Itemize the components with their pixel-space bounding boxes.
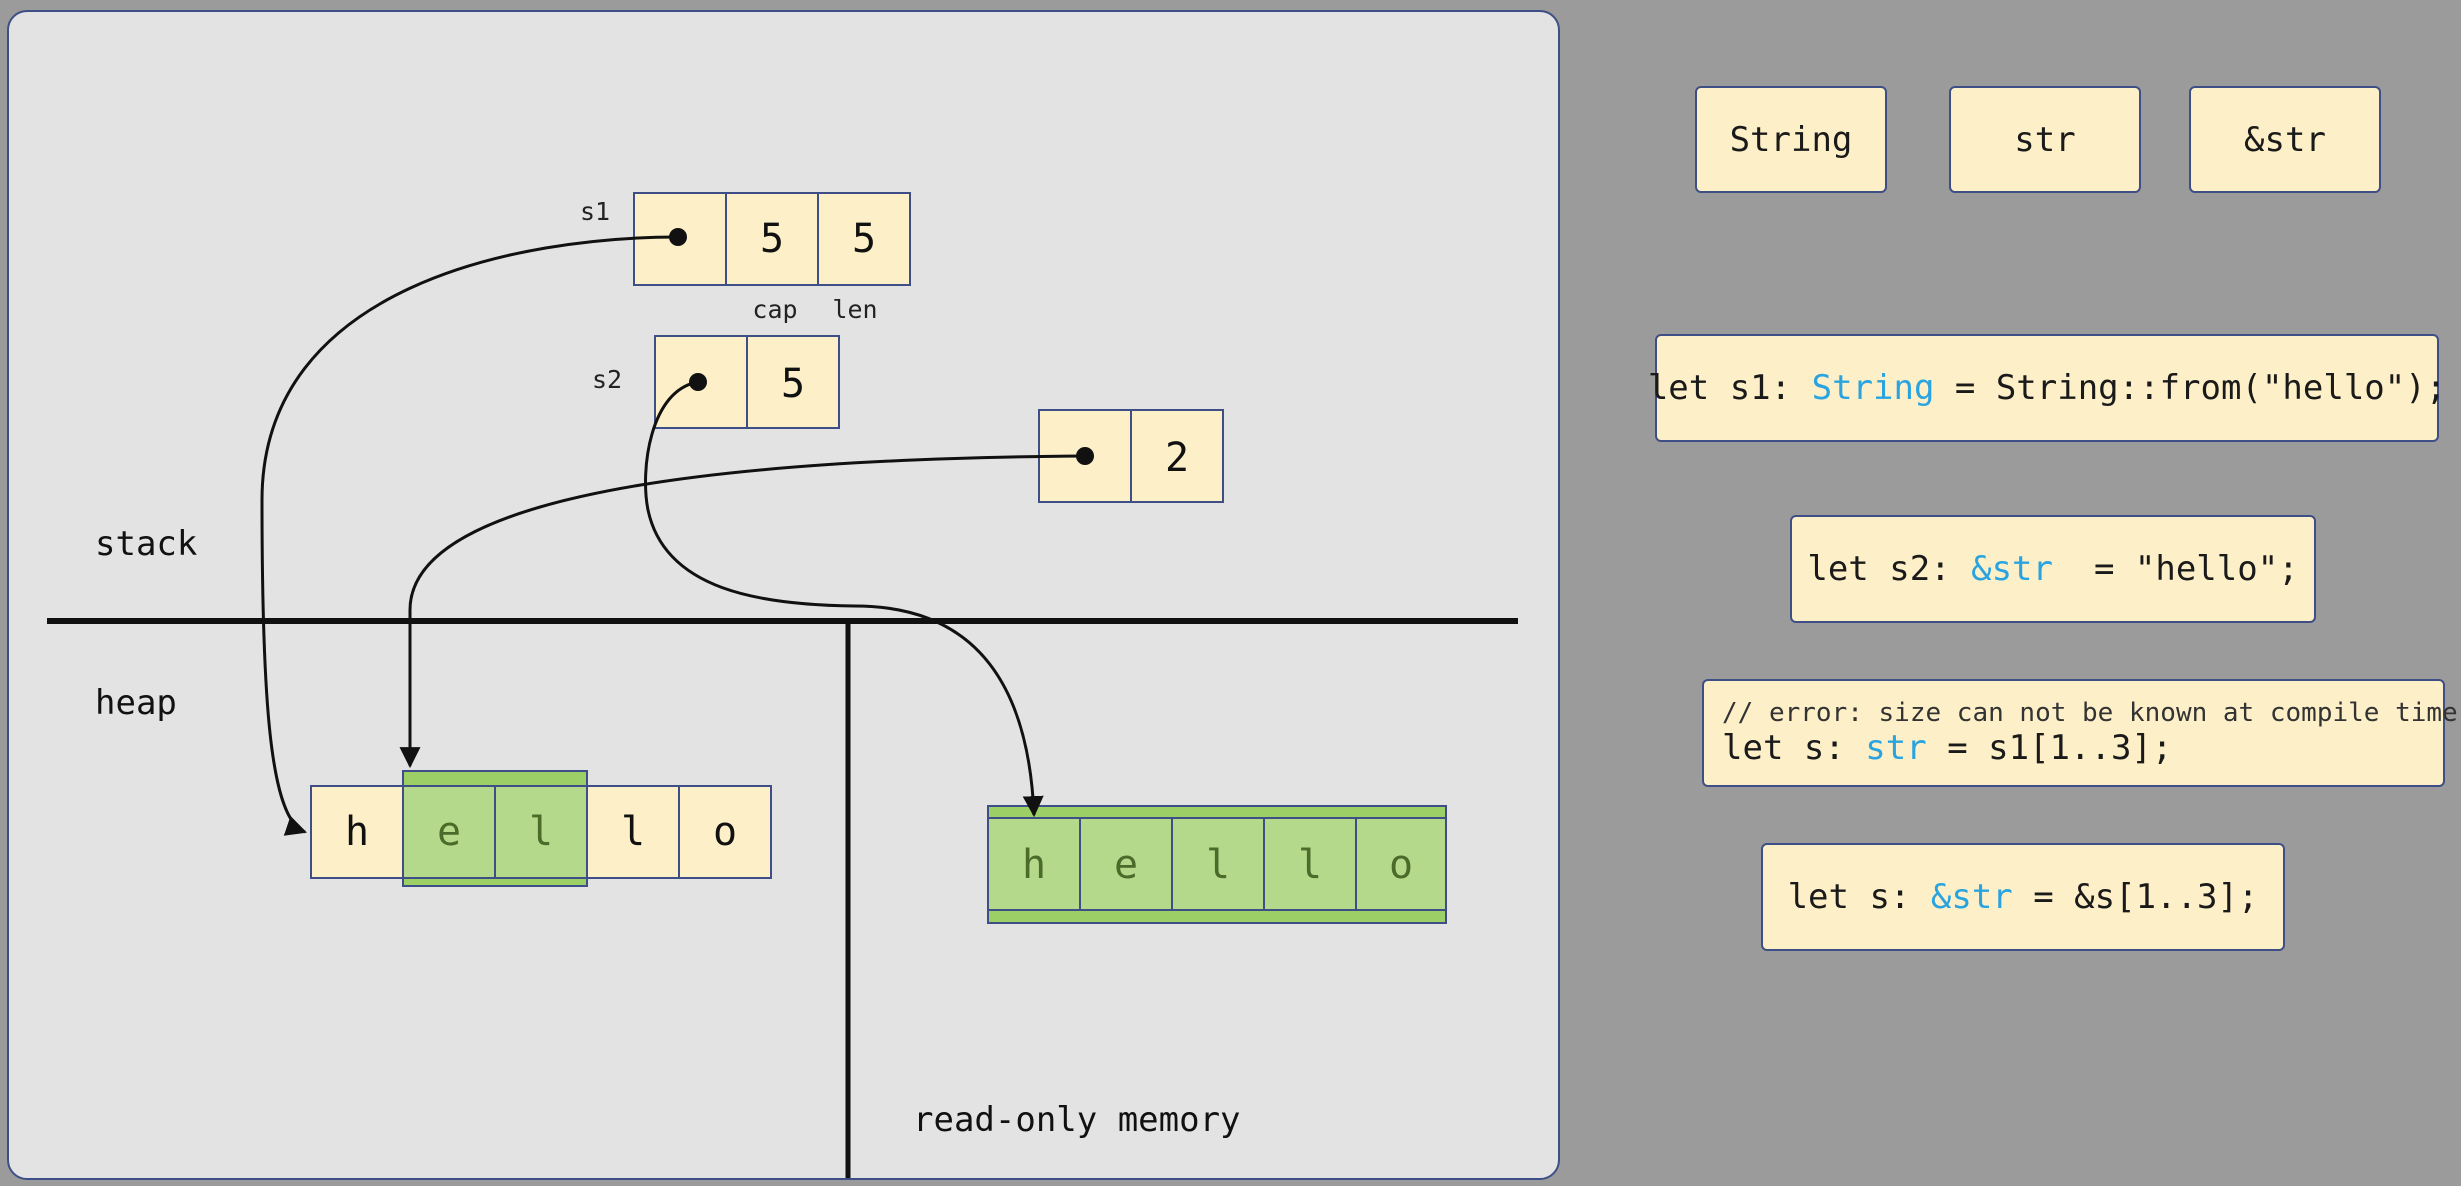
- heap-string: h e l l o: [310, 770, 772, 887]
- s1-len-value: 5: [852, 216, 876, 262]
- s1-struct: 5 5: [633, 192, 911, 286]
- code-type-keyword: &str: [1930, 877, 2013, 917]
- stack-label: stack: [95, 524, 197, 564]
- s2-struct: 5: [654, 335, 840, 429]
- code-suffix: = &s[1..3];: [2012, 877, 2259, 917]
- rom-char: e: [1114, 842, 1138, 888]
- code-suffix: = s1[1..3];: [1926, 728, 2173, 768]
- code-suffix: = String::from("hello");: [1934, 368, 2447, 408]
- heap-char: h: [345, 809, 369, 855]
- code-line-3: // error: size can not be known at compi…: [1702, 679, 2458, 787]
- heap-char: e: [437, 809, 461, 855]
- code-type-keyword: &str: [1971, 549, 2053, 589]
- slice-len-value: 2: [1165, 435, 1189, 481]
- heap-cell: [586, 785, 680, 879]
- rom-cell: [1079, 817, 1173, 911]
- code-prefix: let s2:: [1807, 549, 1972, 589]
- heap-cell: [310, 785, 404, 879]
- len-label: len: [832, 295, 877, 324]
- s2-len-cell: [746, 335, 840, 429]
- rom-string: h e l l o: [987, 805, 1447, 924]
- slice-pointer-arrow: [399, 454, 1086, 769]
- type-str-card: str: [1949, 86, 2141, 193]
- s1-cap-cell: [725, 192, 819, 286]
- heap-char: l: [529, 809, 553, 855]
- code-prefix: let s1:: [1647, 368, 1812, 408]
- code-prefix: let s:: [1722, 728, 1866, 768]
- s2-label: s2: [592, 365, 622, 394]
- code-line-1: let s1: String = String::from("hello");: [1648, 334, 2446, 442]
- s2-len-value: 5: [781, 361, 805, 407]
- slice-struct: 2: [1038, 409, 1224, 503]
- code-prefix: let s:: [1787, 877, 1931, 917]
- rom-char: h: [1022, 842, 1046, 888]
- heap-cell-highlighted: [494, 785, 588, 879]
- rom-cell: [1355, 817, 1447, 911]
- heap-cell: [678, 785, 772, 879]
- heap-char: o: [713, 809, 737, 855]
- rom-char: o: [1389, 842, 1413, 888]
- cap-label: cap: [752, 295, 797, 324]
- code-type-keyword: str: [1865, 728, 1927, 768]
- type-ref-str-card: &str: [2189, 86, 2381, 193]
- s1-label: s1: [580, 197, 610, 226]
- code-suffix: = "hello";: [2053, 549, 2299, 589]
- heap-label: heap: [95, 683, 177, 723]
- rom-cell: [1263, 817, 1357, 911]
- heap-char: l: [621, 809, 645, 855]
- memory-diagram: stack heap read-only memory s1 5 5 cap l…: [47, 192, 1518, 1178]
- type-string-card: String: [1695, 86, 1887, 193]
- rom-cell: [1171, 817, 1265, 911]
- s1-pointer-arrow: [260, 235, 679, 836]
- rom-cell: [987, 817, 1081, 911]
- code-line-4: let s: &str = &s[1..3];: [1761, 843, 2285, 951]
- code-line-2: let s2: &str = "hello";: [1790, 515, 2316, 623]
- slice-len-cell: [1130, 409, 1224, 503]
- s1-len-cell: [817, 192, 911, 286]
- rom-char: l: [1298, 842, 1322, 888]
- rom-label: read-only memory: [913, 1100, 1241, 1140]
- code-type-keyword: String: [1811, 368, 1935, 408]
- s1-cap-value: 5: [760, 216, 784, 262]
- rom-char: l: [1206, 842, 1230, 888]
- code-comment: // error: size can not be known at compi…: [1722, 698, 2458, 728]
- heap-cell-highlighted: [402, 785, 496, 879]
- s2-pointer-arrow: [644, 380, 1044, 818]
